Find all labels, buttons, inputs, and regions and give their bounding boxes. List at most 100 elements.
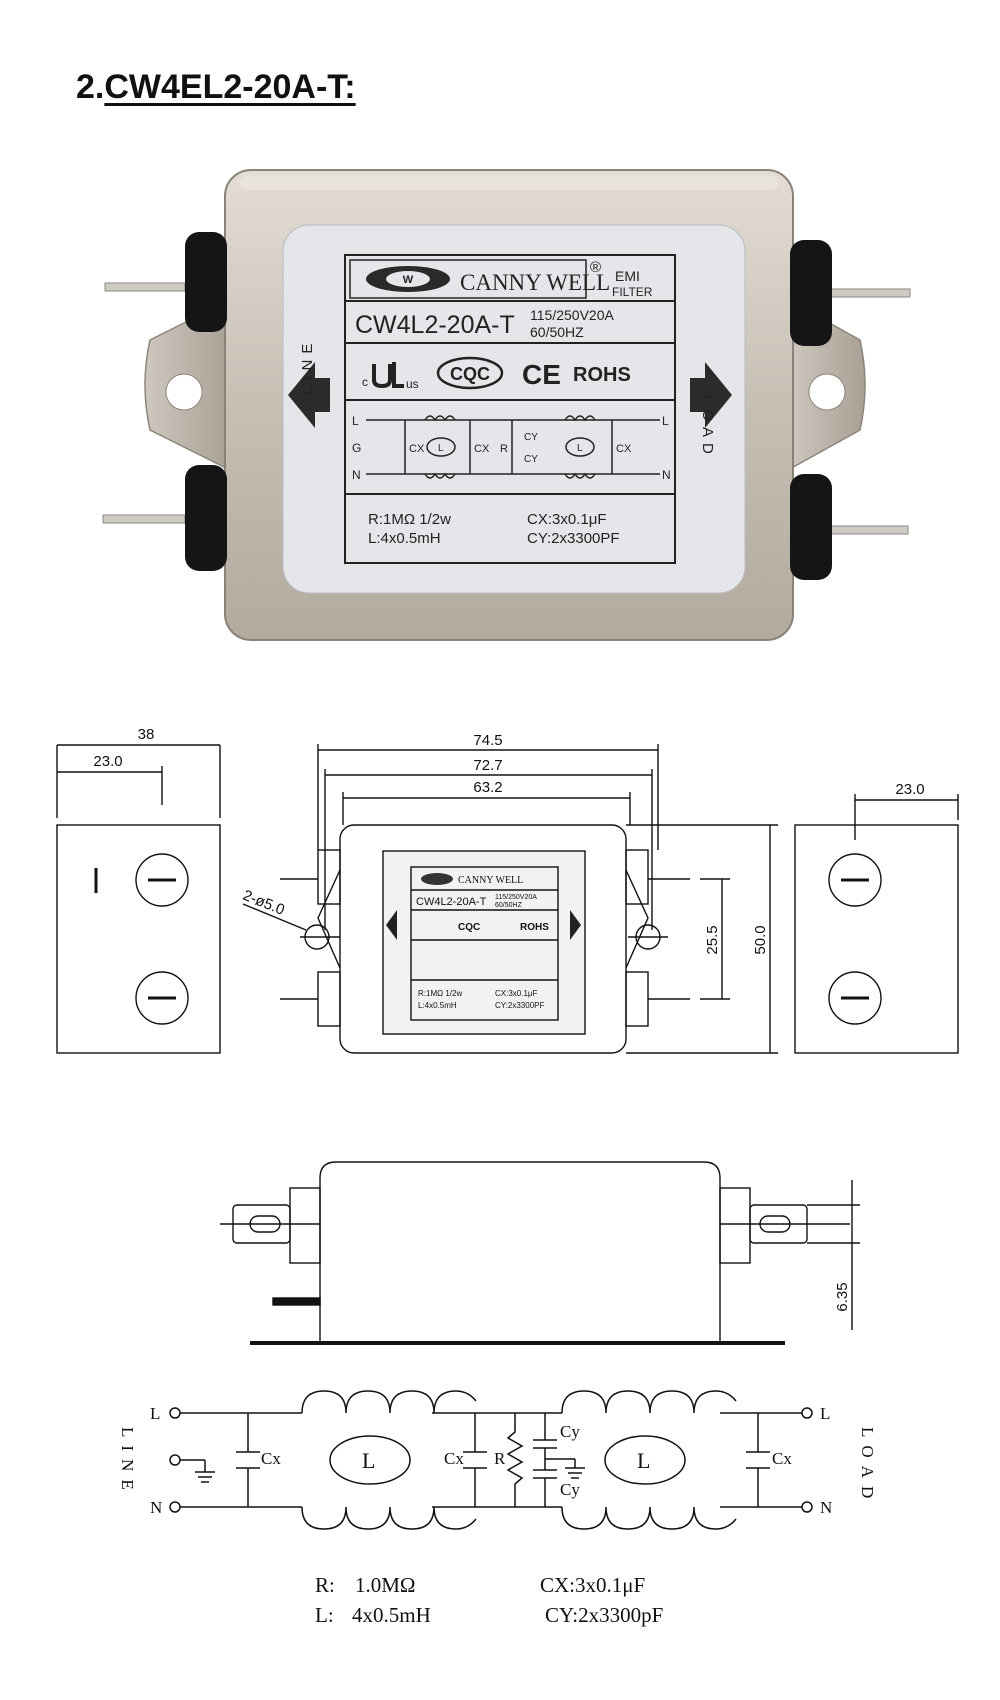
ul-logo-icon [372,362,404,389]
sch-l-2: L [637,1448,650,1473]
sch-out-n: N [820,1498,832,1517]
mini-out-n: N [662,468,671,482]
schematic-labels: LINE LOAD L N L N Cx Cx Cx Cy Cy R L L R… [118,1404,877,1627]
left-mount-hole [165,373,203,411]
sch-r-spec-value: 1.0MΩ [355,1573,416,1597]
mini-model: CW4L2-20A-T [416,896,487,908]
label-ce: CE [522,359,561,390]
side-terminal-bottom [135,971,189,1025]
line-arrow-icon [288,362,330,428]
mini-cx-spec: CX:3x0.1μF [495,989,538,998]
label-freq: 60/50HZ [530,324,584,340]
label-rating: 115/250V20A [530,307,614,323]
product-photo: W CANNY WELL ® EMI FILTER CW4L2-20A-T 11… [102,169,911,641]
tab-right-top [829,288,911,298]
dim-terminal-height: 6.35 [834,1282,851,1311]
schematic-diagram [169,1390,813,1530]
dim-terminal-pitch: 25.5 [704,925,721,954]
sch-l-spec-label: L: [315,1603,334,1627]
mini-l-1: L [438,443,444,454]
label-r-spec: R:1MΩ 1/2w [368,511,451,528]
front-view-body [339,824,627,1054]
mini-cy-2: CY [524,454,538,465]
mini-rating: 115/250V20A [495,894,537,901]
dim-hole: 2-ø5.0 [240,887,287,919]
mini-l-spec: L:4x0.5mH [418,1001,457,1010]
side-view-right [794,824,959,1054]
sch-in-l: L [150,1404,160,1423]
dim-right-offset: 23.0 [895,781,924,798]
mini-l-2: L [577,443,583,454]
mini-term-g: G [352,441,361,455]
label-brand: CANNY WELL [460,270,610,295]
label-rohs: ROHS [573,364,631,386]
label-model: CW4L2-20A-T [355,311,515,339]
title-prefix: 2. [76,68,105,106]
mini-cy-1: CY [524,432,538,443]
cqc-logo-icon [436,356,504,390]
dim-side-width: 38 [138,726,155,743]
page-title: 2.CW4EL2-20A-T: [76,68,356,107]
sch-cx-spec: CX:3x0.1μF [540,1573,645,1597]
label-sticker [282,224,746,594]
label-frame [344,254,676,564]
svg-text:W: W [403,274,414,286]
label-schematic [366,415,660,479]
sch-line: LINE [118,1427,137,1498]
sch-out-l: L [820,1404,830,1423]
mini-r: R [500,443,508,455]
sch-cy-1: Cy [560,1422,580,1441]
load-arrow-icon [690,362,732,428]
sch-cy-2: Cy [560,1480,580,1499]
terminal-block-left-top [185,232,227,332]
mini-cx-3: CX [616,443,632,455]
terminal-block-right-top [790,240,832,346]
mini-freq: 60/50HZ [495,902,523,909]
label-line: LINE [299,338,316,395]
label-filter: FILTER [612,285,653,299]
mini-brand: CANNY WELL [458,875,523,886]
label-emi: EMI [615,268,640,284]
sch-l-1: L [362,1448,375,1473]
side-terminal-top [135,853,189,907]
terminal-block-right-bottom [790,474,832,580]
label-cqc: CQC [450,364,490,384]
sch-r-spec-label: R: [315,1573,335,1597]
ul-c: c [362,375,368,389]
mini-cx-2: CX [474,443,490,455]
dim-length-mount: 72.7 [473,757,502,774]
mini-cx-1: CX [409,443,425,455]
mini-term-l: L [352,414,359,428]
label-load: LOAD [699,395,716,460]
label-l-spec: L:4x0.5mH [368,530,441,547]
ul-us: us [406,377,419,391]
sch-cx-1: Cx [261,1449,281,1468]
svg-text:®: ® [590,259,601,276]
sch-cy-spec: CY:2x3300pF [545,1603,663,1627]
tab-left-top [104,282,186,292]
mini-out-l: L [662,414,669,428]
title-model: CW4EL2-20A-T: [104,68,356,106]
right-mount-hole [808,373,846,411]
dim-height: 50.0 [752,925,769,954]
dim-length-overall: 74.5 [473,732,502,749]
dimension-drawings [56,744,959,1345]
tab-right-bottom [827,525,909,535]
tab-left-bottom [102,514,186,524]
side-view-left [56,824,221,1054]
case-top-edge [240,176,778,190]
dim-length-body: 63.2 [473,779,502,796]
label-cy-spec: CY:2x3300PF [527,530,620,547]
sch-load: LOAD [858,1427,877,1506]
mini-r-spec: R:1MΩ 1/2w [418,989,462,998]
dim-side-offset: 23.0 [93,753,122,770]
sch-cx-3: Cx [772,1449,792,1468]
front-view-label: CANNY WELL CW4L2-20A-T 115/250V20A 60/50… [386,873,581,1010]
sch-l-spec-value: 4x0.5mH [352,1603,431,1627]
sch-in-n: N [150,1498,162,1517]
mini-cqc: CQC [458,922,480,933]
sch-r: R [494,1449,506,1468]
profile-view-body [319,1161,721,1343]
mini-rohs: ROHS [520,922,549,933]
label-cx-spec: CX:3x0.1μF [527,511,607,528]
